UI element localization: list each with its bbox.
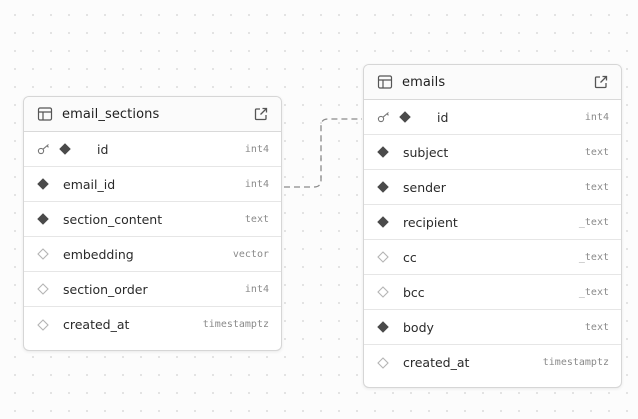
column-name: id [97, 141, 109, 157]
column-type: timestamptz [542, 357, 609, 368]
column-type: vector [232, 248, 269, 260]
column-name: body [403, 319, 434, 335]
filled-diamond-icon [377, 181, 389, 193]
column-type: timestamptz [202, 319, 269, 330]
column-row[interactable]: section_content text [24, 202, 281, 237]
column-row[interactable]: recipient _text [364, 205, 621, 240]
filled-diamond-icon [377, 146, 389, 158]
column-name: cc [403, 249, 417, 265]
column-name: created_at [63, 317, 130, 332]
table-title: emails [402, 74, 446, 90]
primary-key-icon [377, 111, 393, 123]
column-type: int4 [584, 111, 609, 123]
column-row[interactable]: email_id int4 [24, 167, 281, 202]
column-row[interactable]: created_at timestamptz [364, 345, 621, 380]
column-type: _text [578, 216, 609, 228]
column-type: int4 [244, 283, 269, 295]
table-card-emails[interactable]: emails id int4 subject text sender text recipi… [363, 64, 622, 388]
outline-diamond-icon [37, 248, 49, 260]
column-row[interactable]: sender text [364, 170, 621, 205]
table-title: email_sections [62, 106, 160, 122]
column-name: embedding [63, 246, 134, 262]
column-row[interactable]: body text [364, 310, 621, 345]
external-link-icon[interactable] [253, 106, 269, 122]
column-type: text [584, 146, 609, 158]
outline-diamond-icon [377, 251, 389, 263]
column-type: text [584, 181, 609, 193]
column-row[interactable]: bcc _text [364, 275, 621, 310]
column-type: text [244, 213, 269, 225]
filled-diamond-icon [59, 143, 71, 155]
table-header: emails [364, 65, 621, 100]
outline-diamond-icon [37, 318, 49, 331]
table-icon [37, 106, 53, 122]
column-type: _text [578, 251, 609, 263]
column-row[interactable]: created_at timestamptz [24, 307, 281, 342]
column-name: recipient [403, 214, 458, 230]
column-name: email_id [63, 176, 116, 192]
column-type: int4 [244, 178, 269, 190]
column-type: int4 [244, 143, 269, 155]
column-type: _text [578, 286, 609, 298]
outline-diamond-icon [377, 286, 389, 298]
outline-diamond-icon [37, 283, 49, 295]
table-icon [377, 74, 393, 90]
column-name: id [437, 109, 449, 125]
column-type: text [584, 321, 609, 333]
column-row[interactable]: subject text [364, 135, 621, 170]
column-name: created_at [403, 355, 470, 370]
column-row[interactable]: embedding vector [24, 237, 281, 272]
outline-diamond-icon [377, 356, 389, 369]
column-row[interactable]: cc _text [364, 240, 621, 275]
filled-diamond-icon [37, 178, 49, 190]
column-row[interactable]: id int4 [24, 132, 281, 167]
primary-key-icon [37, 143, 53, 155]
column-name: section_content [63, 211, 163, 227]
column-name: sender [403, 179, 446, 195]
column-name: subject [403, 144, 449, 160]
column-name: bcc [403, 284, 425, 300]
filled-diamond-icon [377, 321, 389, 333]
column-name: section_order [63, 281, 148, 297]
column-row[interactable]: section_order int4 [24, 272, 281, 307]
table-header: email_sections [24, 97, 281, 132]
filled-diamond-icon [377, 216, 389, 228]
external-link-icon[interactable] [593, 74, 609, 90]
filled-diamond-icon [399, 111, 411, 123]
column-row[interactable]: id int4 [364, 100, 621, 135]
filled-diamond-icon [37, 213, 49, 225]
